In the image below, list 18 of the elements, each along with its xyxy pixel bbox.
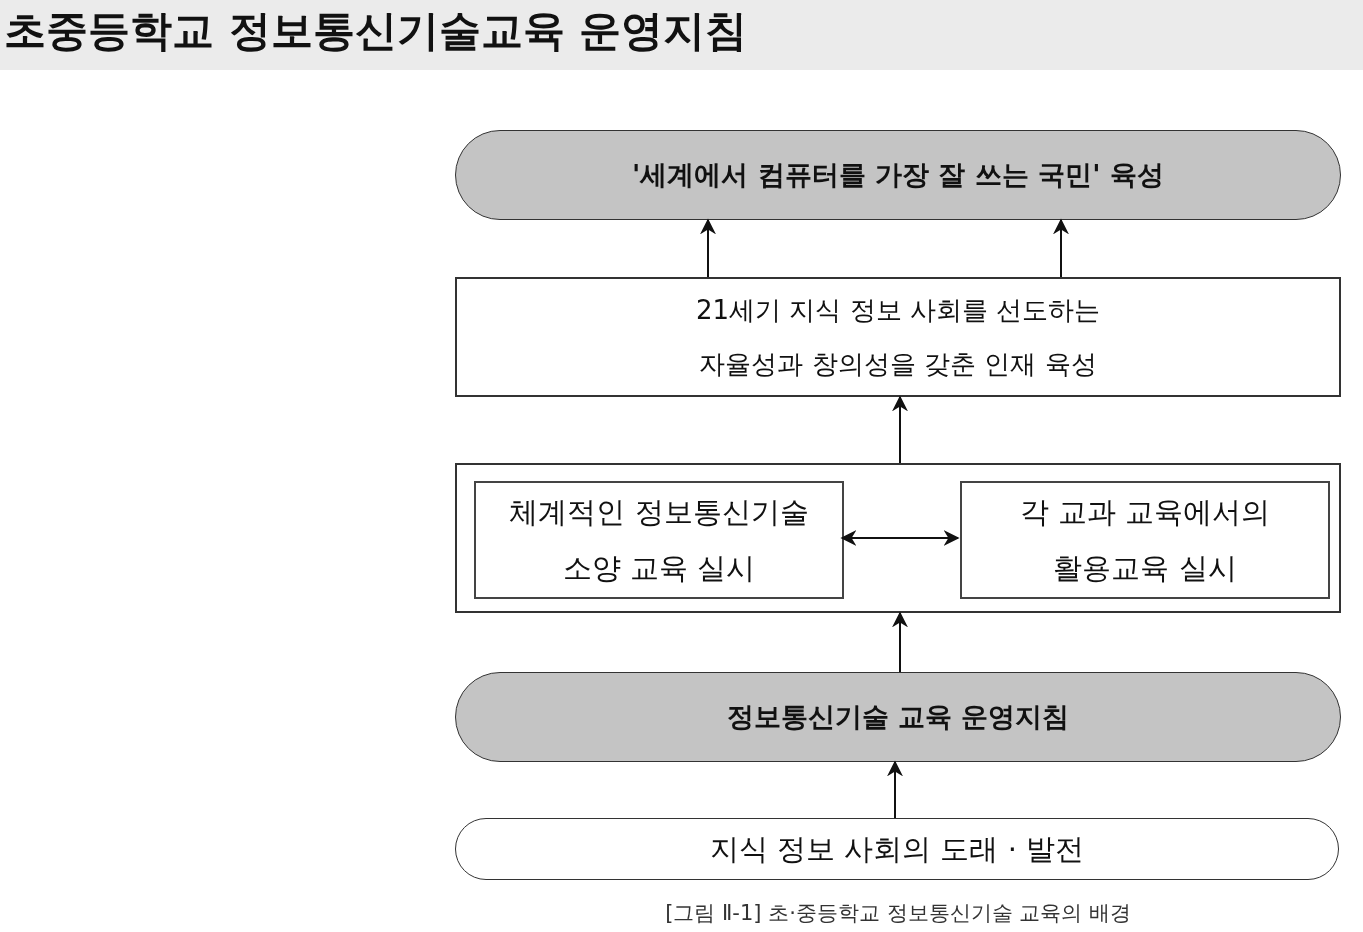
text-box [474,481,844,599]
node-text: 체계적인 정보통신기술 소양 교육 실시 [508,494,810,587]
node-text: 정보통신기술 교육 운영지침 [726,700,1070,734]
arrow [892,611,908,673]
node-text: 21세기 지식 정보 사회를 선도하는 자율성과 창의성을 갖춘 인재 육성 [694,294,1102,381]
arrow [840,530,960,546]
arrow [1053,218,1069,278]
arrow [700,218,716,278]
group-box [455,463,1341,613]
node-text: '세계에서 컴퓨터를 가장 잘 쓰는 국민' 육성 [632,158,1164,192]
arrow [892,395,908,464]
figure-caption: [그림 Ⅱ-1] 초·중등학교 정보통신기술 교육의 배경 [664,900,1132,927]
arrow [887,760,903,819]
text-box [455,277,1341,397]
text-box [960,481,1330,599]
node-text: 지식 정보 사회의 도래 · 발전 [709,831,1085,868]
page-title: 초중등학교 정보통신기술교육 운영지침 [0,0,1363,70]
node-text: 각 교과 교육에서의 활용교육 실시 [1018,494,1272,587]
